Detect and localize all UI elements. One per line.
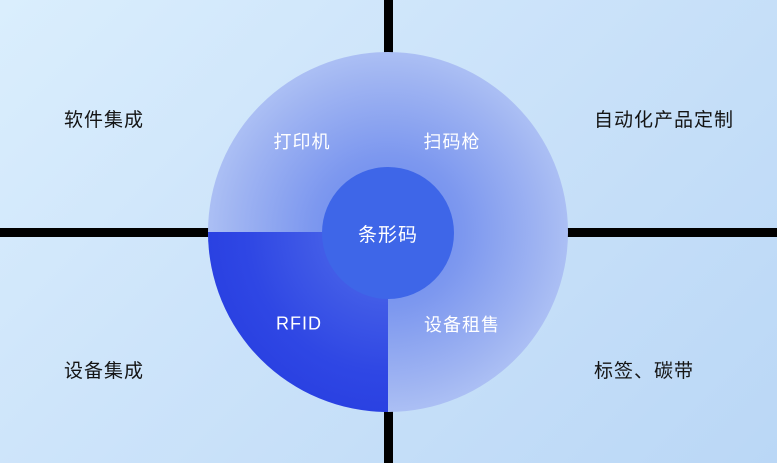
segment-label-rfid: RFID — [276, 313, 322, 334]
segment-label-scanner: 扫码枪 — [423, 132, 481, 152]
corner-label-software-integration: 软件集成 — [64, 110, 145, 131]
center-label: 条形码 — [357, 224, 418, 246]
segment-label-printer: 打印机 — [273, 132, 331, 152]
corner-label-device-integration: 设备集成 — [64, 361, 145, 382]
corner-label-labels-ribbons: 标签、碳带 — [594, 361, 695, 382]
segment-label-rental: 设备租售 — [424, 315, 500, 335]
center-circle: 条形码 — [322, 167, 454, 299]
corner-label-automation-custom: 自动化产品定制 — [594, 110, 735, 131]
